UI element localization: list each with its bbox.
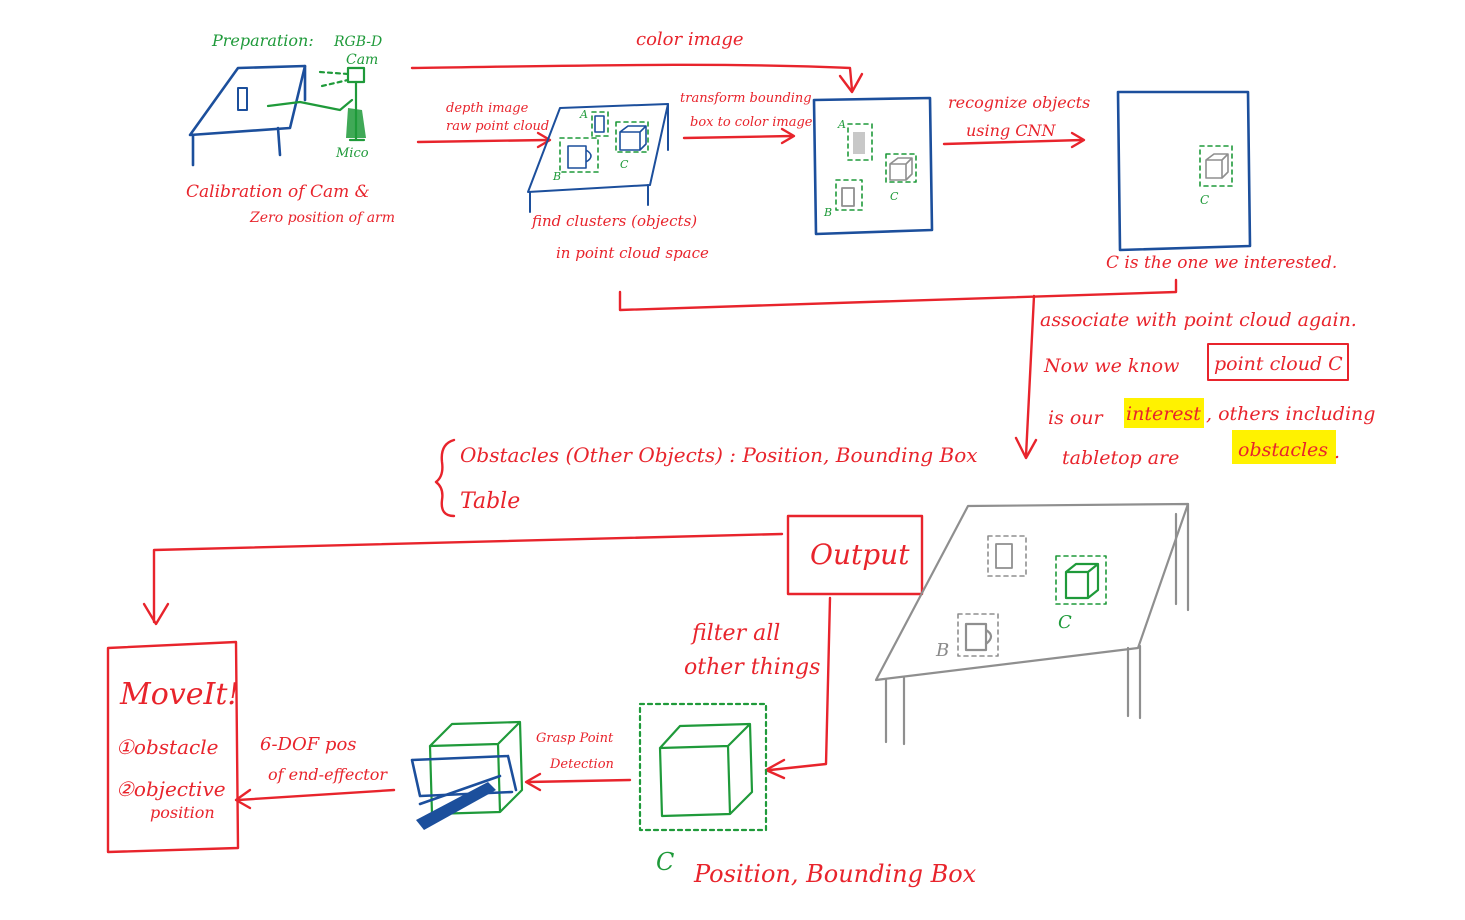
color-label-c: C — [890, 190, 899, 203]
calibration-line1: Calibration of Cam & — [186, 182, 370, 202]
table-label-b: B — [935, 640, 949, 661]
find-clusters-line2: in point cloud space — [556, 244, 709, 262]
moveit-title: MoveIt! — [119, 677, 239, 712]
output-to-moveit-line — [152, 532, 784, 624]
recognize-line1: recognize objects — [948, 93, 1090, 112]
mico-arm-icon — [266, 66, 366, 142]
find-clusters-line1: find clusters (objects) — [531, 212, 697, 230]
color-image-label: color image — [636, 29, 744, 50]
depth-image-label: depth image — [446, 101, 529, 116]
filter-line1: filter all — [690, 621, 780, 646]
obstacles-line1: Obstacles (Other Objects) : Position, Bo… — [460, 443, 978, 467]
position-bounding-box-caption: Position, Bounding Box — [693, 860, 977, 888]
point-cloud-c-box: point cloud C — [1214, 353, 1343, 375]
grasp-line1: Grasp Point — [536, 731, 614, 746]
interest-highlight — [1124, 398, 1204, 428]
recognize-line2: using CNN — [966, 121, 1057, 140]
transform-line1: transform bounding — [680, 91, 812, 106]
rgbd-label: RGB-D — [333, 34, 382, 50]
cluster-label-a: A — [579, 108, 588, 121]
cluster-label-b: B — [552, 170, 561, 183]
color-label-a: A — [837, 118, 846, 131]
obstacles-word: obstacles — [1238, 439, 1328, 461]
color-image-frame: A B C — [812, 96, 934, 236]
transform-edge: transform bounding box to color image — [680, 91, 813, 145]
color-label-b: B — [823, 206, 832, 219]
associate-line3-post: , others including — [1206, 403, 1375, 425]
associate-note: associate with point cloud again. Now we… — [1014, 294, 1375, 469]
output-box: Output — [786, 514, 924, 596]
preparation-section: Preparation: RGB-D Cam Mico Calibration … — [186, 31, 395, 226]
bracket-connector — [618, 278, 1178, 312]
table-label-c: C — [1058, 612, 1072, 633]
object-c-box — [638, 702, 768, 832]
filter-line2: other things — [684, 655, 820, 680]
moveit-item2a: ②objective — [116, 777, 226, 801]
associate-line2-pre: Now we know — [1043, 355, 1179, 377]
cnn-label-c: C — [1200, 193, 1209, 207]
color-image-edge: color image — [410, 29, 864, 94]
depth-image-edge: depth image raw point cloud — [416, 101, 552, 149]
recognize-edge: recognize objects using CNN — [942, 93, 1090, 149]
cluster-label-c: C — [620, 158, 629, 171]
table-scene: B C — [874, 502, 1190, 746]
preparation-title: Preparation: — [211, 31, 314, 50]
associate-line3-pre: is our — [1048, 407, 1105, 429]
grasp-edge: Grasp Point Detection — [524, 731, 632, 792]
output-label: Output — [810, 538, 910, 571]
gripper-object-icon — [410, 720, 524, 830]
cnn-caption: C is the one we interested. — [1106, 253, 1337, 273]
obstacles-line2: Table — [460, 489, 520, 514]
mico-label: Mico — [335, 146, 369, 161]
obstacles-highlight — [1232, 430, 1336, 464]
raw-point-cloud-label: raw point cloud — [446, 119, 549, 134]
cam-label: Cam — [346, 52, 378, 68]
dof-line2: of end-effector — [268, 765, 388, 784]
grasp-line2: Detection — [549, 757, 614, 772]
transform-line2: box to color image — [690, 115, 813, 130]
moveit-item2b: position — [150, 803, 215, 822]
object-c-label: C — [656, 848, 674, 876]
associate-line4-pre: tabletop are — [1062, 447, 1179, 469]
prep-table-icon — [188, 64, 307, 167]
moveit-box: MoveIt! ①obstacle ②objective position — [106, 640, 239, 854]
cluster-table-icon: A B C — [527, 103, 669, 213]
dof-edge: 6-DOF pos of end-effector — [234, 734, 396, 810]
dof-line1: 6-DOF pos — [260, 734, 357, 755]
cnn-result-frame: C — [1116, 90, 1252, 252]
interest-word: interest — [1126, 403, 1201, 425]
filter-edge: filter all other things — [684, 596, 832, 780]
moveit-item1: ①obstacle — [116, 735, 218, 759]
obstacles-note: Obstacles (Other Objects) : Position, Bo… — [434, 438, 978, 518]
associate-line1: associate with point cloud again. — [1040, 309, 1357, 331]
associate-line4-post: . — [1334, 441, 1340, 463]
calibration-line2: Zero position of arm — [249, 210, 395, 226]
